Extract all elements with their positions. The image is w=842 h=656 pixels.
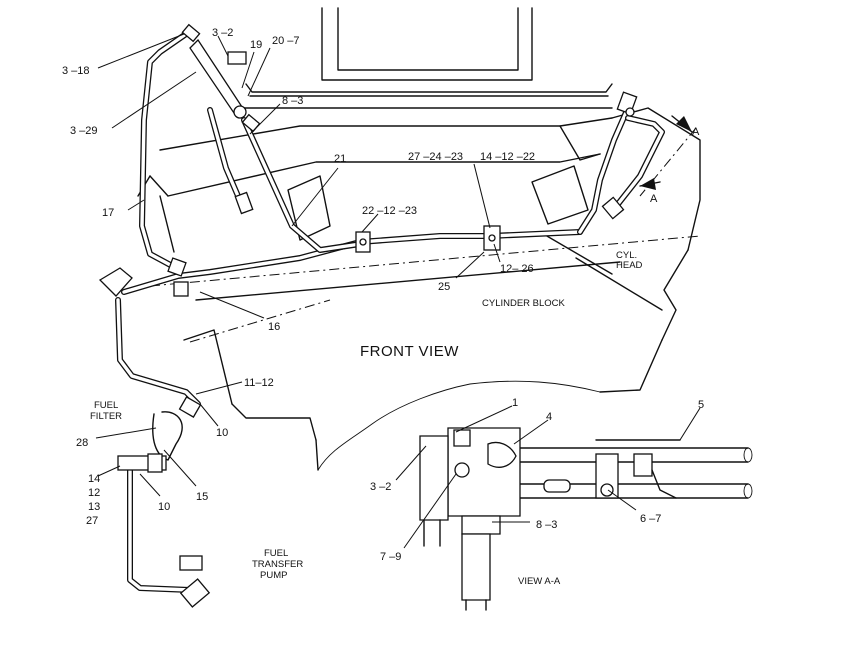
- cylinder-block-label: CYLINDER BLOCK: [482, 298, 566, 309]
- callout-21: 21: [334, 153, 346, 165]
- engine-outline: [137, 7, 701, 471]
- callout-3-29: 3 –29: [70, 125, 98, 137]
- fittings: [98, 23, 638, 608]
- callout-13: 13: [88, 501, 100, 513]
- fuel-tubes: [115, 31, 665, 593]
- fuel-filter-label-1: FUEL: [94, 400, 118, 411]
- text-labels: FRONT VIEW VIEW A-A A A CYLINDER BLOCK C…: [62, 27, 704, 587]
- callout-12: 12: [88, 487, 100, 499]
- callout-15: 15: [196, 491, 208, 503]
- callout-11-12: 11–12: [244, 377, 274, 389]
- callout-17: 17: [102, 207, 114, 219]
- callout-10-a: 10: [216, 427, 228, 439]
- callout-3-18: 3 –18: [62, 65, 90, 77]
- section-marker: [639, 115, 697, 197]
- callout-27: 27: [86, 515, 98, 527]
- transfer-pump-label-2: TRANSFER: [252, 559, 303, 570]
- callout-3-2-top: 3 –2: [212, 27, 233, 39]
- front-view-title: FRONT VIEW: [360, 343, 459, 360]
- callout-5: 5: [698, 399, 704, 411]
- callout-27-24-23: 27 –24 –23: [408, 151, 463, 163]
- callout-22-12-23: 22 –12 –23: [362, 205, 417, 217]
- callout-20-7: 20 –7: [272, 35, 300, 47]
- transfer-pump-label-3: PUMP: [260, 570, 287, 581]
- transfer-pump-label-1: FUEL: [264, 548, 288, 559]
- callout-7-9: 7 –9: [380, 551, 401, 563]
- section-label-top: A: [692, 126, 700, 138]
- view-aa-title: VIEW A-A: [518, 576, 561, 587]
- callout-1: 1: [512, 397, 518, 409]
- cyl-head-label-1: CYL.: [616, 250, 637, 261]
- callout-4: 4: [546, 411, 552, 423]
- callout-28: 28: [76, 437, 88, 449]
- section-label-bottom: A: [650, 193, 658, 205]
- callout-6-7: 6 –7: [640, 513, 661, 525]
- fuel-filter-label-2: FILTER: [90, 411, 122, 422]
- view-aa-detail: [419, 427, 753, 611]
- callout-3-2-bottom: 3 –2: [370, 481, 391, 493]
- callout-14: 14: [88, 473, 100, 485]
- callout-8-3-top: 8 –3: [282, 95, 303, 107]
- callout-25: 25: [438, 281, 450, 293]
- callout-10-b: 10: [158, 501, 170, 513]
- callout-12-26: 12– 26: [500, 263, 534, 275]
- leader-lines: [95, 33, 701, 549]
- callout-19: 19: [250, 39, 262, 51]
- callout-16: 16: [268, 321, 280, 333]
- cyl-head-label-2: HEAD: [616, 260, 643, 271]
- callout-14-12-22: 14 –12 –22: [480, 151, 535, 163]
- callout-8-3-bottom: 8 –3: [536, 519, 557, 531]
